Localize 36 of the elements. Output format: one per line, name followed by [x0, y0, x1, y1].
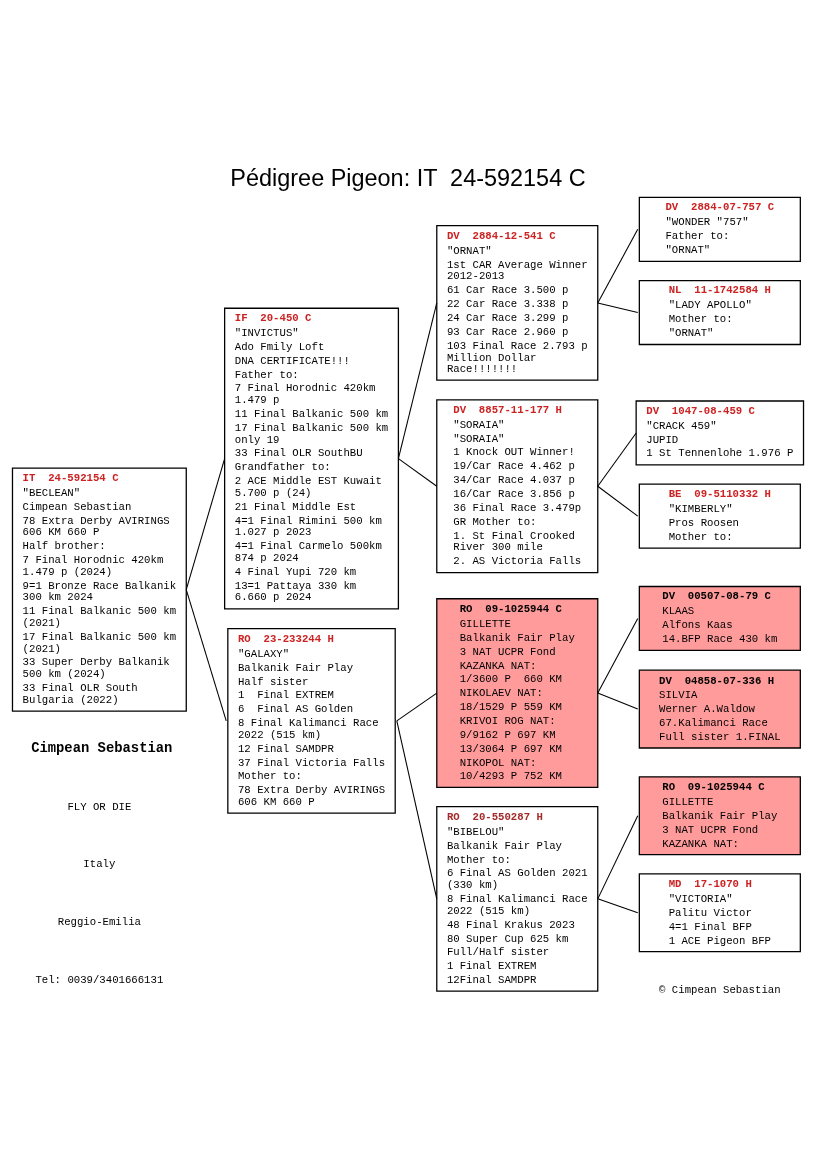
- node-box: DV 2884-07-757 C "WONDER "757" Father to: "ORNAT": [638, 196, 801, 262]
- connector: [185, 588, 227, 721]
- connector: [397, 301, 438, 459]
- connector: [597, 814, 639, 899]
- label: © Cimpean Sebastian: [659, 983, 781, 996]
- node-box: IF 20-450 C "INVICTUS" Ado Fmily Loft DNA CERTIFICATE!!! Father to: 7 Final Horodnic 420km 1.479 p 11 Final Balkanic 500 km 17 Final Balkanic 500 km only 19 33 Final OLR SouthBU Grandfather to: 2 ACE Middle EST Kuwait 5.700 p (24) 21 Final Middle Est 4=1 Final Rimini 500 km 1.027 p 2023 4=1 Final Carmelo 500km 874 p 2024 4 Final Yupi 720 km 13=1 Pattaya 330 km 6.660 p 2024: [224, 307, 400, 610]
- connector: [597, 897, 639, 913]
- node-box: NL 11-1742584 H "LADY APOLLO" Mother to: "ORNAT": [638, 279, 801, 345]
- connector: [597, 617, 639, 694]
- node-box: IT 24-592154 C "BECLEAN" Cimpean Sebastian 78 Extra Derby AVIRINGS 606 KM 660 P Half brother: 7 Final Horodnic 420km 1.479 p (2024) 9=1 Bronze Race Balkanik 300 km 2024 11 Final Balkanic 500 km (2021) 17 Final Balkanic 500 km (2021) 33 Super Derby Balkanik 500 km (2024) 33 Final OLR South Bulgaria (2022): [11, 467, 187, 712]
- node-box: DV 8857-11-177 H "SORAIA" "SORAIA" 1 Knock OUT Winner! 19/Car Race 4.462 p 34/Car Race 4.037 p 16/Car Race 3.856 p 36 Final Race 3.479p GR Mother to: 1. St Final Crooked River 300 mile 2. AS Victoria Falls: [436, 398, 599, 573]
- label: Reggio-Emilia: [57, 915, 141, 928]
- connector: [397, 457, 438, 487]
- label: FLY OR DIE: [67, 800, 132, 813]
- node-box: DV 00507-08-79 C KLAAS Alfons Kaas 14.BFP Race 430 km: [638, 585, 801, 651]
- node-box: RO 09-1025944 C GILLETTE Balkanik Fair Play 3 NAT UCPR Fond KAZANKA NAT:: [638, 775, 801, 855]
- node-box: DV 1047-08-459 C "CRACK 459" JUPID 1 St Tennenlohe 1.976 P: [635, 399, 805, 466]
- label: Cimpean Sebastian: [31, 739, 173, 756]
- connector: [597, 301, 639, 313]
- connector: [597, 228, 639, 303]
- node-box: RO 23-233244 H "GALAXY" Balkanik Fair Play Half sister 1 Final EXTREM 6 Final AS Golden 8 Final Kalimanci Race 2022 (515 km) 12 Final SAMDPR 37 Final Victoria Falls Mother to: 78 Extra Derby AVIRINGS 606 KM 660 P: [227, 627, 396, 814]
- connector: [597, 692, 639, 710]
- node-box: RO 20-550287 H "BIBELOU" Balkanik Fair Play Mother to: 6 Final AS Golden 2021 (330 km) 8 Final Kalimanci Race 2022 (515 km) 48 Final Krakus 2023 80 Super Cup 625 km Full/Half sister 1 Final EXTREM 12Final SAMDPR: [436, 805, 599, 992]
- label: Tel: 0039/3401666131: [35, 973, 164, 986]
- connector: [185, 457, 226, 590]
- label: Italy: [83, 857, 116, 870]
- node-box: RO 09-1025944 C GILLETTE Balkanik Fair Play 3 NAT UCPR Fond KAZANKA NAT: 1/3600 P 660 KM NIKOLAEV NAT: 18/1529 P 559 KM KRIVOI ROG NAT: 9/9162 P 697 KM 13/3064 P 697 KM NIKOPOL NAT: 10/4293 P 752 KM: [436, 597, 599, 788]
- connector: [396, 692, 438, 721]
- node-box: DV 2884-12-541 C "ORNAT" 1st CAR Average Winner 2012-2013 61 Car Race 3.500 p 22 Car Race 3.338 p 24 Car Race 3.299 p 93 Car Race 2.960 p 103 Final Race 2.793 p Million Dollar Race!!!!!!!: [436, 224, 599, 381]
- node-box: MD 17-1070 H "VICTORIA" Palitu Victor 4=1 Final BFP 1 ACE Pigeon BFP: [638, 872, 801, 952]
- connector: [597, 431, 637, 487]
- node-box: BE 09-5110332 H "KIMBERLY" Pros Roosen Mother to:: [638, 483, 801, 549]
- node-box: DV 04858-07-336 H SILVIA Werner A.Waldow 67.Kalimanci Race Full sister 1.FINAL: [638, 669, 801, 749]
- diagram-title: Pédigree Pigeon: IT 24-592154 C: [230, 164, 586, 191]
- connector: [396, 719, 438, 899]
- connector: [597, 485, 639, 517]
